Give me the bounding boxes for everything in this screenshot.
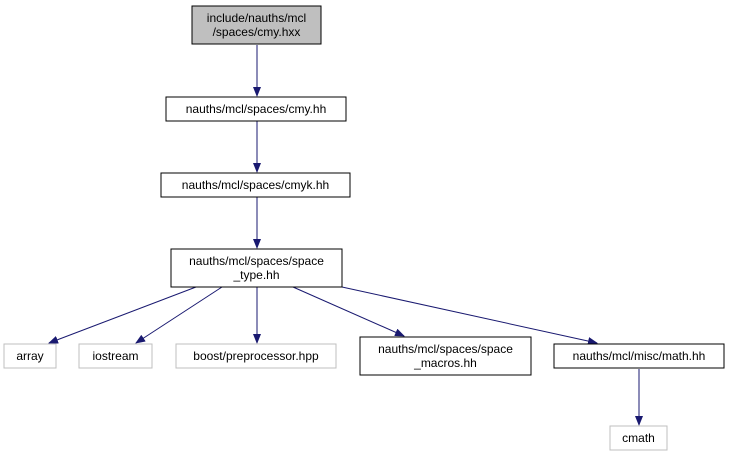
node-iostream: iostream (78, 343, 153, 369)
node-cmy-hxx[interactable]: include/nauths/mcl/spaces/cmy.hxx (191, 5, 322, 45)
node-label-line: _type.hh (232, 268, 279, 282)
edge-space-type-hh-to-math-hh (341, 286, 598, 345)
node-box (191, 5, 322, 45)
node-label-line: nauths/mcl/spaces/cmyk.hh (182, 178, 329, 192)
node-cmath: cmath (609, 425, 668, 451)
node-space-macros-hh[interactable]: nauths/mcl/spaces/space_macros.hh (359, 336, 532, 376)
node-cmyk-hh[interactable]: nauths/mcl/spaces/cmyk.hh (160, 172, 351, 198)
node-label-line: nauths/mcl/misc/math.hh (573, 349, 706, 363)
node-label-line: nauths/mcl/spaces/space (378, 342, 513, 356)
node-box (170, 248, 343, 288)
node-label-line: nauths/mcl/spaces/cmy.hh (186, 102, 327, 116)
node-array: array (3, 343, 57, 369)
edge-space-type-hh-to-space-macros-hh (292, 286, 405, 337)
node-box (3, 343, 57, 369)
node-boost-preprocessor: boost/preprocessor.hpp (175, 343, 337, 369)
node-label-line: iostream (92, 349, 138, 363)
node-box (553, 343, 725, 369)
node-box (160, 172, 351, 198)
node-box (359, 336, 532, 376)
node-label-line: include/nauths/mcl (207, 11, 306, 25)
edges (48, 45, 643, 426)
node-math-hh[interactable]: nauths/mcl/misc/math.hh (553, 343, 725, 369)
node-label-line: boost/preprocessor.hpp (193, 349, 319, 363)
node-box (78, 343, 153, 369)
node-label-line: nauths/mcl/spaces/space (189, 254, 324, 268)
node-space-type-hh[interactable]: nauths/mcl/spaces/space_type.hh (170, 248, 343, 288)
node-cmy-hh[interactable]: nauths/mcl/spaces/cmy.hh (165, 96, 347, 122)
edge-space-type-hh-to-iostream (135, 286, 223, 344)
edge-space-type-hh-to-array (48, 286, 197, 344)
node-label-line: array (16, 349, 43, 363)
node-box (609, 425, 668, 451)
node-label-line: _macros.hh (413, 356, 477, 370)
node-label-line: cmath (622, 431, 655, 445)
node-box (175, 343, 337, 369)
nodes: include/nauths/mcl/spaces/cmy.hxx nauths/… (3, 5, 725, 451)
node-label-line: /spaces/cmy.hxx (213, 25, 301, 39)
node-box (165, 96, 347, 122)
